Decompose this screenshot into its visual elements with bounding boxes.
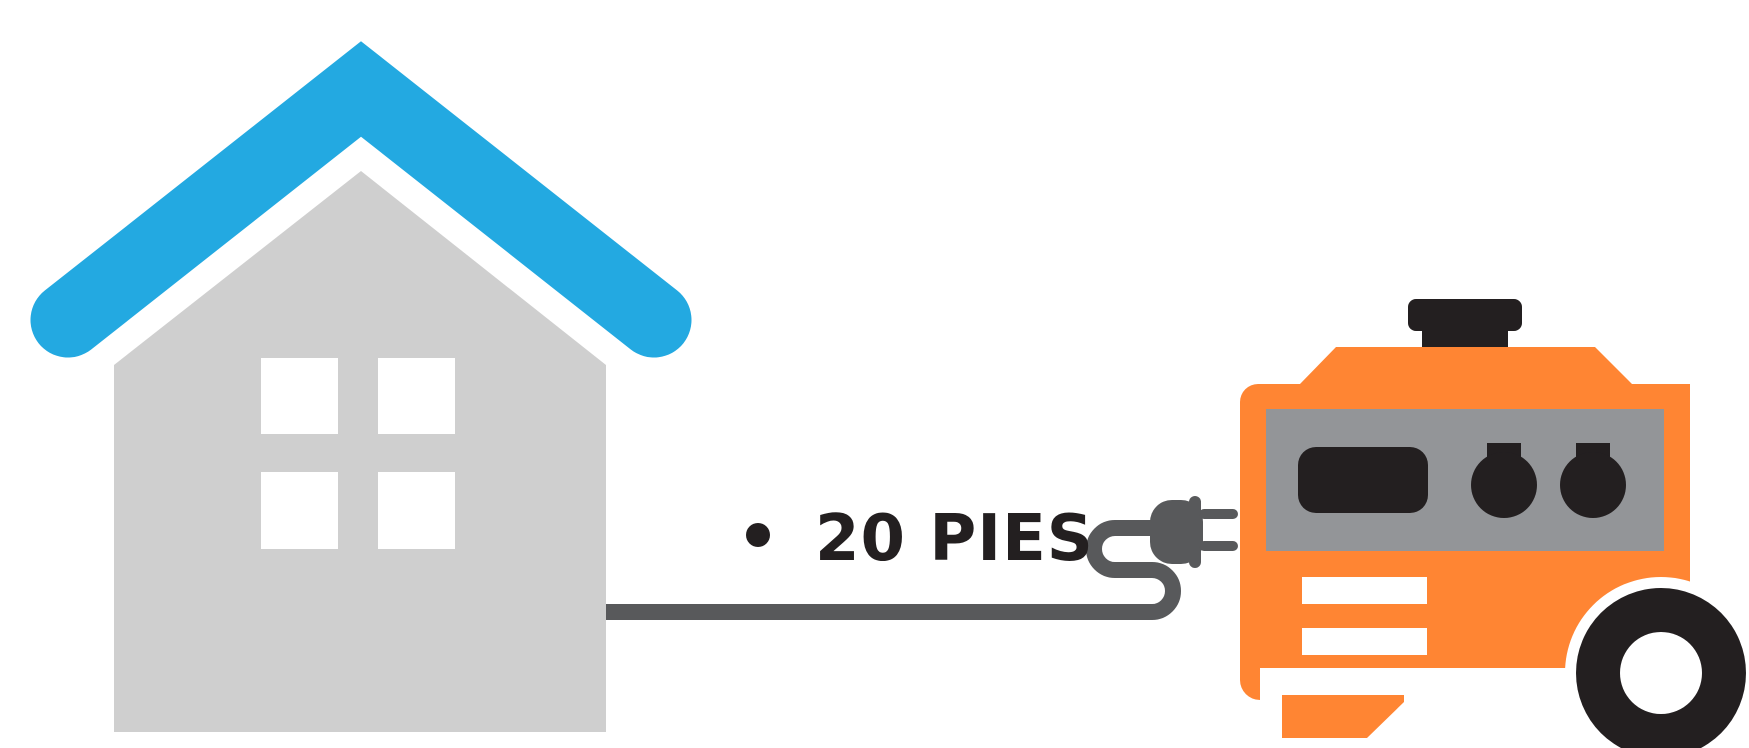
power-plug-icon [1150,496,1238,568]
bullet-dot [746,523,770,547]
extension-cord [606,520,1181,620]
plug-prong-top [1199,509,1238,519]
house-wall [114,171,606,732]
portable-generator-icon [1240,299,1749,748]
generator-foot [1282,695,1404,738]
house-icon [30,41,692,732]
generator-handle [1408,299,1522,331]
window-top-left [261,358,338,434]
house-roof [30,41,692,358]
plug-collar [1189,496,1201,568]
wheel-hub [1620,632,1702,714]
generator-display [1298,447,1428,513]
window-bottom-right [378,472,455,549]
vent-slot-1 [1302,577,1427,604]
outlet-knob-2 [1560,452,1626,518]
outlet-knob-1 [1471,452,1537,518]
house-windows [261,358,455,549]
window-bottom-left [261,472,338,549]
distance-label: 20 PIES [815,502,1094,576]
window-top-right [378,358,455,434]
plug-prong-bottom [1199,541,1238,551]
vent-slot-2 [1302,628,1427,655]
